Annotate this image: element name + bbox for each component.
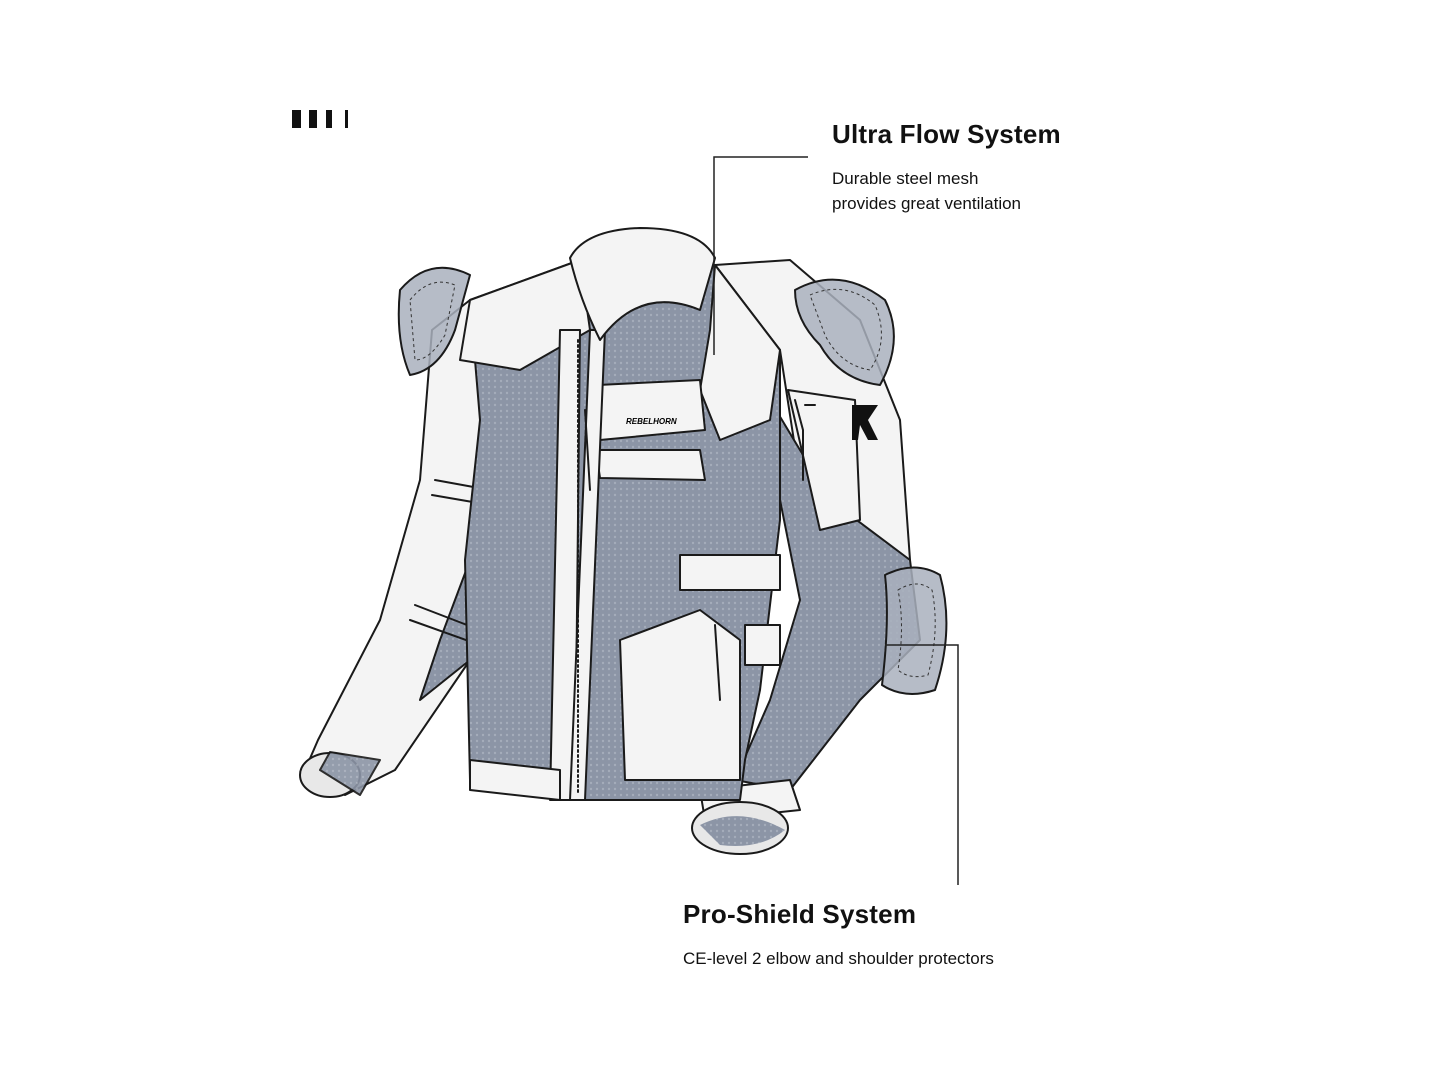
- desc-line: CE-level 2 elbow and shoulder protectors: [683, 949, 994, 968]
- brand-label: REBELHORN: [626, 417, 677, 426]
- callout-line-pro-shield: [885, 644, 959, 885]
- desc-line: Durable steel mesh: [832, 169, 979, 188]
- shoulder-pad-left: [397, 266, 471, 376]
- shoulder-pad-right: [794, 278, 895, 386]
- desc-line: provides great ventilation: [832, 194, 1022, 213]
- callout-desc-ultra-flow: Durable steel mesh provides great ventil…: [832, 166, 1021, 216]
- jacket-torso: [459, 227, 781, 801]
- elbow-pad: [881, 566, 948, 695]
- callout-line-ultra-flow: [713, 156, 808, 355]
- callout-title-pro-shield: Pro-Shield System: [683, 899, 917, 929]
- callout-desc-pro-shield: CE-level 2 elbow and shoulder protectors: [683, 946, 994, 971]
- brand-bars-icon: [292, 110, 348, 128]
- callout-title-ultra-flow: Ultra Flow System: [832, 119, 1061, 149]
